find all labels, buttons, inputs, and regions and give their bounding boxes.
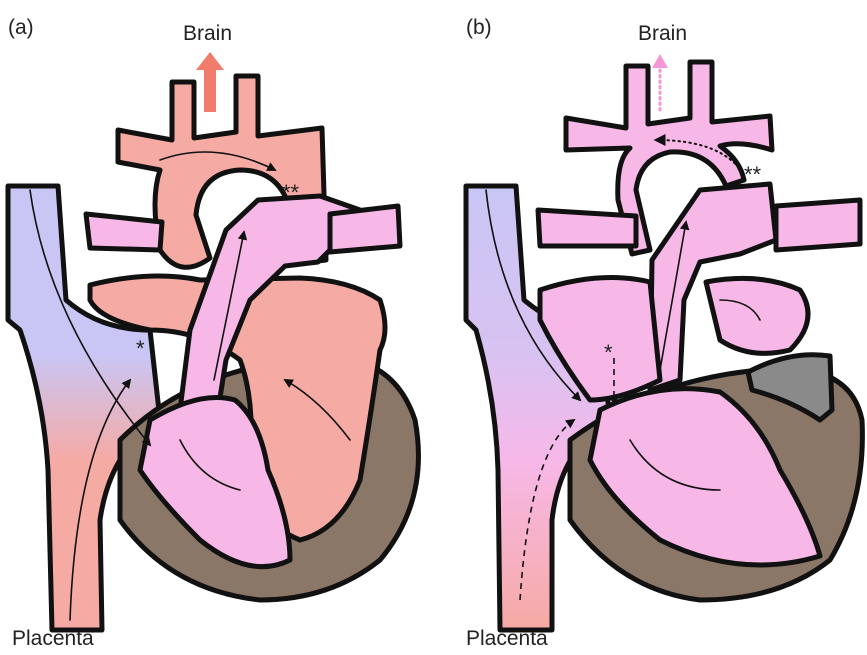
panel-a-brain-label: Brain: [183, 22, 232, 45]
panel-a-pulmonary-branch-left: [86, 214, 162, 250]
panel-a-label: (a): [8, 16, 34, 39]
panel-a-marker-single: *: [136, 336, 145, 361]
panel-b-label: (b): [466, 16, 492, 39]
panel-b-pulmonary-branch-left: [538, 210, 636, 246]
panel-b-marker-double: **: [744, 162, 762, 187]
panel-b-brain-arrow-head: [652, 54, 668, 68]
panel-b: (b) Brain Placenta * **: [466, 16, 862, 650]
panel-b-brain-label: Brain: [638, 22, 687, 45]
panel-b-vena-cava: [466, 186, 610, 630]
panel-b-marker-single: *: [604, 340, 613, 365]
panel-b-pulmonary-branch-right: [776, 200, 860, 250]
panel-a-vena-cava: [8, 186, 160, 630]
panel-a-marker-double: **: [282, 180, 300, 205]
panel-a-pulmonary-branch-right: [330, 206, 400, 252]
panel-a-brain-arrow: [196, 52, 224, 112]
panel-a: (a) Brain Placenta * **: [8, 16, 418, 650]
